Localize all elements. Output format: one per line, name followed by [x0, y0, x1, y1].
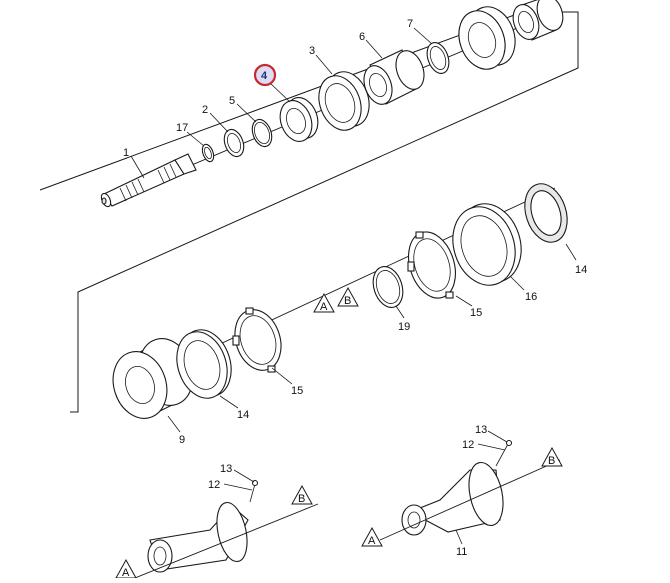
- reference-marker-a: A: [313, 292, 335, 313]
- callout-label: 5: [229, 95, 235, 107]
- shaft-part-1: [100, 153, 197, 208]
- callout-label: 12: [208, 479, 220, 491]
- svg-text:A: A: [122, 567, 130, 578]
- callout-label: 17: [176, 122, 188, 134]
- svg-text:A: A: [320, 301, 328, 313]
- snap-ring-part-17: [201, 143, 215, 163]
- washer-part-2: [223, 128, 245, 158]
- bearing-part-4: [279, 97, 319, 142]
- callout-label: 15: [470, 307, 482, 319]
- snap-ring-part-7: [426, 42, 450, 74]
- clutch-disc-part-14-upper: [524, 183, 568, 243]
- callout-label: 14: [237, 409, 249, 421]
- snap-ring-part-5: [251, 118, 273, 148]
- callout-label: 15: [291, 385, 303, 397]
- svg-text:A: A: [368, 535, 376, 547]
- callout-label: 19: [398, 321, 410, 333]
- callout-label: 12: [462, 439, 474, 451]
- clutch-plate-part-15-lower: [232, 307, 282, 373]
- sleeve-part-6: [363, 49, 425, 105]
- callout-label: 16: [525, 291, 537, 303]
- hub-assembly-left: [129, 479, 319, 581]
- callout-label: 6: [359, 31, 365, 43]
- highlighted-callout-4[interactable]: 4: [253, 63, 277, 87]
- leader-lines: [130, 27, 577, 545]
- reference-marker-b: B: [291, 484, 313, 505]
- end-cup: [512, 0, 564, 41]
- callout-label: 2: [202, 104, 208, 116]
- reference-marker-a: A: [361, 526, 383, 547]
- svg-text:B: B: [548, 455, 555, 467]
- callout-label: 13: [220, 463, 232, 475]
- callout-label: 9: [179, 434, 185, 446]
- svg-text:B: B: [344, 295, 351, 307]
- reference-marker-b: B: [541, 446, 563, 467]
- callout-label: 14: [575, 264, 587, 276]
- svg-text:B: B: [298, 493, 305, 505]
- hub-assembly-right: [379, 439, 561, 541]
- ring-gear-part-16: [452, 203, 522, 286]
- callout-label: 13: [475, 424, 487, 436]
- clutch-plate-part-15-upper: [407, 231, 456, 299]
- rear-bearing: [458, 6, 516, 70]
- callout-label: 1: [123, 147, 129, 159]
- reference-marker-b: B: [337, 286, 359, 307]
- callout-label: 3: [309, 45, 315, 57]
- callout-label: 4: [261, 70, 268, 82]
- callout-label: 7: [407, 18, 413, 30]
- bearing-cup-part-3: [318, 71, 370, 131]
- callout-label: 11: [456, 546, 467, 558]
- clutch-disc-part-14-lower: [176, 329, 232, 399]
- snap-ring-part-19: [372, 266, 404, 308]
- reference-marker-a: A: [115, 558, 137, 579]
